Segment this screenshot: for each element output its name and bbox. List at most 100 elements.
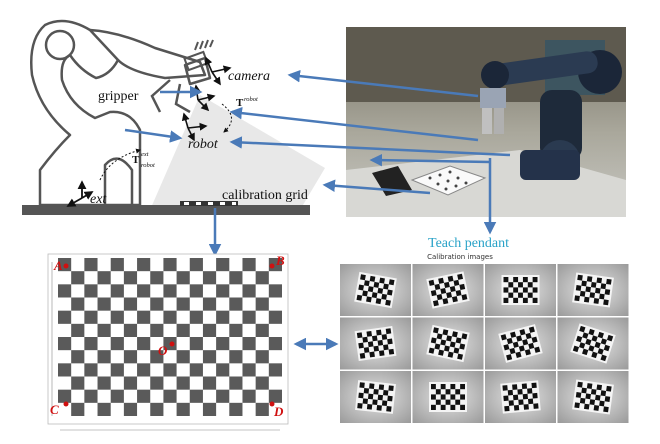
checker-square xyxy=(150,402,164,416)
checker-square xyxy=(242,284,256,298)
point-d-label: D xyxy=(273,404,284,419)
checker-square xyxy=(202,402,217,416)
checker-square xyxy=(137,389,151,403)
checker-square xyxy=(189,363,203,377)
calibration-image-thumbnail xyxy=(485,264,556,316)
checker-square xyxy=(150,323,164,337)
checker-square xyxy=(58,284,72,298)
calibration-image-thumbnail xyxy=(340,317,411,370)
arrow-calibration xyxy=(322,179,431,195)
arrow-robot-left xyxy=(124,128,183,143)
point-a-marker xyxy=(63,263,69,269)
checker-square xyxy=(137,363,151,377)
calibration-image-thumbnail xyxy=(412,371,484,423)
checker-square xyxy=(163,389,177,403)
checker-square xyxy=(123,271,138,285)
calibration-image-thumbnail xyxy=(412,264,484,316)
calibration-images-title: Calibration images xyxy=(427,253,493,261)
checker-square xyxy=(84,284,98,298)
checker-square xyxy=(110,389,124,403)
checker-square xyxy=(255,297,269,311)
calibration-image-thumbnail xyxy=(557,264,629,316)
checker-square xyxy=(58,363,72,377)
checker-square xyxy=(268,363,282,377)
checker-square xyxy=(110,258,124,272)
point-b-marker xyxy=(269,263,275,269)
checker-square xyxy=(110,337,124,351)
checker-square xyxy=(163,258,177,272)
checker-square xyxy=(137,258,151,272)
transform-t-ext: T xyxy=(132,154,140,166)
base-plate xyxy=(22,205,310,215)
checker-square xyxy=(242,389,256,403)
checker-square xyxy=(110,363,124,377)
label-gripper: gripper xyxy=(98,89,139,104)
checker-square xyxy=(255,323,269,337)
checker-square xyxy=(202,297,217,311)
checker-square xyxy=(242,363,256,377)
camera-view-cone xyxy=(150,95,325,210)
robot-photo xyxy=(346,27,626,217)
point-c-label: C xyxy=(50,402,59,417)
checker-square xyxy=(216,363,230,377)
checker-square xyxy=(137,284,151,298)
checker-square xyxy=(163,284,177,298)
grid-points: A B C D O xyxy=(50,253,285,419)
checker-square xyxy=(176,376,190,390)
point-o-label: O xyxy=(158,343,168,358)
calibration-image-thumbnail xyxy=(485,317,556,370)
checker-square xyxy=(150,350,164,364)
label-camera: camera xyxy=(228,69,270,84)
checker-square xyxy=(97,402,111,416)
checker-square xyxy=(110,284,124,298)
large-checkerboard xyxy=(47,253,289,431)
checker-square xyxy=(137,310,151,324)
connection-arrows xyxy=(124,69,511,257)
robot-frame-axes xyxy=(181,112,208,142)
calibration-image-thumbnail xyxy=(340,264,411,316)
label-robot: robot xyxy=(188,137,219,152)
transform-t-robot-sup: robot xyxy=(244,96,258,103)
point-a-label: A xyxy=(53,258,63,273)
arrow-tablet xyxy=(369,153,491,167)
robot-schematic: camera gripper robot ext calibration gri… xyxy=(22,19,325,215)
checker-square xyxy=(229,323,243,337)
photo-robot-arm xyxy=(480,50,622,180)
checker-square xyxy=(71,350,85,364)
checker-square xyxy=(84,363,98,377)
checker-square xyxy=(189,310,203,324)
checker-square xyxy=(71,323,85,337)
checker-square xyxy=(229,297,243,311)
checker-square xyxy=(97,297,111,311)
checker-square xyxy=(216,389,230,403)
checker-square xyxy=(268,310,282,324)
checker-square xyxy=(189,258,203,272)
checker-square xyxy=(229,271,243,285)
checker-square xyxy=(176,350,190,364)
point-d-marker xyxy=(269,401,275,407)
checker-square xyxy=(242,310,256,324)
checker-square xyxy=(242,337,256,351)
point-c-marker xyxy=(63,401,69,407)
ext-transform-arc xyxy=(99,148,141,181)
calibration-image-thumbnail xyxy=(340,371,411,423)
checker-square xyxy=(255,402,269,416)
checker-square xyxy=(255,376,269,390)
transform-t-ext-sup: ext xyxy=(141,151,149,158)
checker-square xyxy=(84,389,98,403)
arrow-camera xyxy=(287,69,479,98)
checker-square xyxy=(176,323,190,337)
checker-square xyxy=(189,337,203,351)
checker-square xyxy=(268,389,282,403)
label-teach-pendant: Teach pendant xyxy=(428,236,509,251)
checker-square xyxy=(123,402,138,416)
checker-square xyxy=(123,297,138,311)
checker-square xyxy=(216,310,230,324)
arrow-robot xyxy=(229,136,511,157)
checker-square xyxy=(150,297,164,311)
checker-square xyxy=(229,350,243,364)
point-b-label: B xyxy=(275,253,285,268)
camera-frame-axes xyxy=(204,56,232,86)
checker-square xyxy=(255,350,269,364)
